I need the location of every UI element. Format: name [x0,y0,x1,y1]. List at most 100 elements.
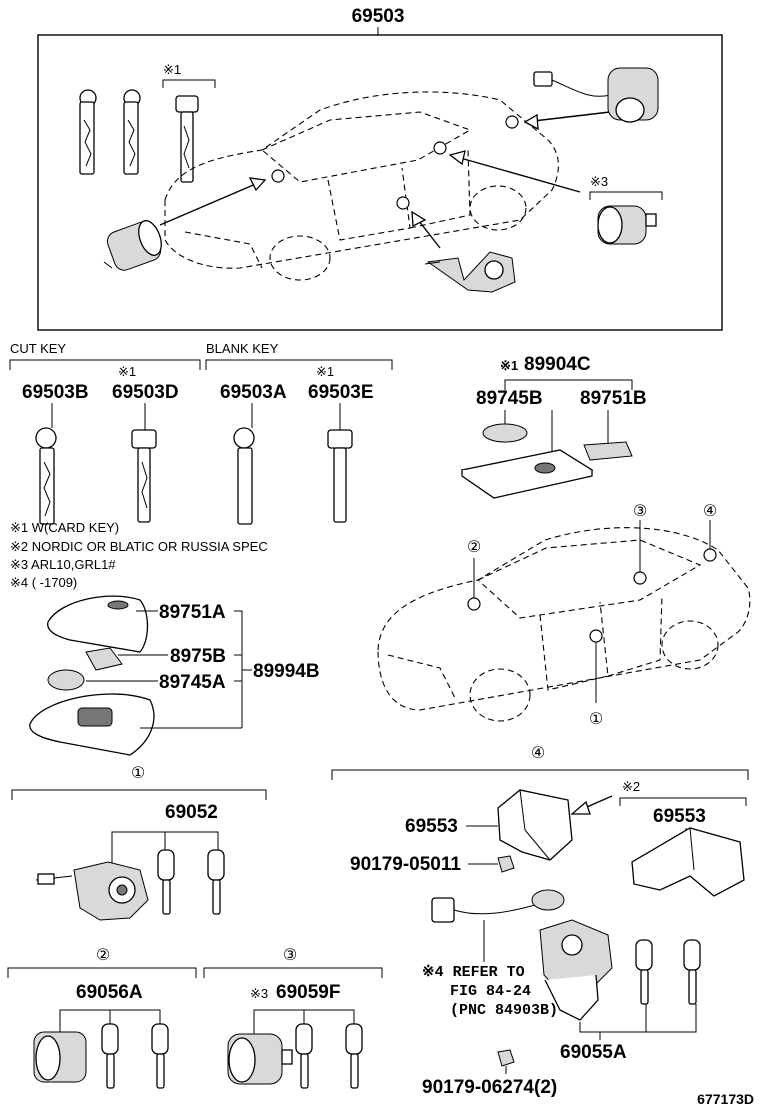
section4-assembly-part: 69055A [560,1042,627,1063]
transmitter-case-upper [47,595,149,653]
section4-refer-line1: ※4 REFER TO [422,964,525,981]
transmitter-board-part: 8975B [170,646,226,667]
key-69503A-drawing [233,427,255,525]
card-key-note: ※1 [500,358,518,373]
transmitter-battery [47,669,85,691]
card-key-battery [482,423,528,443]
section3-glove-cylinder [227,1033,293,1085]
transmitter-bracket [234,610,243,728]
notes-block: ※1 W(CARD KEY) ※2 NORDIC OR BLATIC OR RU… [10,520,268,590]
top-loc-glove [433,141,447,155]
section1-part: 69052 [165,802,218,823]
note-3: ※3 ARL10,GRL1# [10,557,116,572]
transmitter-case-upper-part: 89751A [159,602,226,623]
blank-key-bracket [205,359,393,370]
section4-screw [497,855,515,873]
key-69503D-note: ※1 [118,364,136,379]
top-car-outline [159,91,611,281]
card-key-bracket [504,379,633,390]
section4-bracket [331,769,749,780]
loc-dot-2 [467,597,481,611]
section2-door-cylinder [33,1031,87,1083]
top-loc-door [396,196,410,210]
top-note-1: ※1 [163,62,181,77]
section2-key-1 [101,1023,119,1089]
top-loc-trunk [505,115,519,129]
loc-dot-4 [703,548,717,562]
top-glove-cylinder [597,205,657,245]
note-4: ※4 ( -1709) [10,575,77,590]
card-key-kit-part: 89904C [524,354,591,375]
transmitter-battery-part: 89745A [159,672,226,693]
note-2: ※2 NORDIC OR BLATIC OR RUSSIA SPEC [10,539,268,554]
top-trunk-cylinder [533,67,659,123]
top-key-1 [79,89,97,175]
top-note-bracket [162,79,216,88]
section1-ignition-switch [35,861,149,921]
top-keys-group: ※1 [79,62,216,183]
section3-part: 69059F [276,982,340,1003]
section4-assembly-leader [579,1004,697,1033]
key-69503B-label: 69503B [22,382,89,403]
card-key-battery-part: 89745B [476,388,543,409]
card-key-label-part: 89751B [580,388,647,409]
section4-cover-alt-part: 69553 [653,806,706,827]
section3-key-2 [345,1023,363,1089]
top-loc-ignition [271,169,285,183]
transmitter-assembly-part: 89994B [253,661,320,682]
loc-marker-1: ① [589,709,603,728]
loc-marker-3: ③ [633,501,647,520]
section4-cylinder-assembly [431,889,613,1021]
top-door-cylinder [424,251,516,293]
section1-marker: ① [131,763,145,782]
card-key-label-sticker [583,441,633,461]
section1-key-2 [207,849,225,915]
top-key-2 [123,89,141,175]
section3-note: ※3 [250,986,268,1001]
blank-key-label: BLANK KEY [206,341,279,356]
section4-note2-bracket [619,797,747,806]
transmitter-case-lower [29,693,155,756]
section2-part: 69056A [76,982,143,1003]
section3-marker: ③ [283,945,297,964]
key-69503E-drawing [327,429,353,523]
note-1: ※1 W(CARD KEY) [10,520,119,535]
section2-bracket [7,967,197,978]
key-69503D-drawing [131,429,157,523]
section1-bracket [11,789,267,800]
section4-marker: ④ [531,743,545,762]
cut-key-bracket [9,359,201,370]
key-69503B-drawing [35,427,57,525]
section4-cover-alt [631,827,745,897]
top-assembly-box [37,34,723,331]
figure-id: 677173D [697,1091,754,1107]
top-note3-bracket [589,191,663,200]
section2-key-2 [151,1023,169,1089]
transmitter-board [85,647,123,671]
section4-screw-part: 90179-05011 [350,854,461,875]
loc-marker-4: ④ [703,501,717,520]
loc-dot-1 [589,629,603,643]
top-ignition-cylinder [103,220,162,271]
section3-key-1 [295,1023,313,1089]
loc-dot-3 [633,571,647,585]
cut-key-label: CUT KEY [10,341,66,356]
top-note-3: ※3 [590,174,608,189]
top-key-card [175,95,199,183]
section4-key-1 [635,939,653,1005]
section4-refer-line2: FIG 84-24 [450,983,531,1000]
section2-marker: ② [96,945,110,964]
section4-key-2 [683,939,701,1005]
section4-cover-part: 69553 [405,816,458,837]
section4-screw-2 [497,1049,515,1067]
top-assembly-part-number: 69503 [352,6,405,27]
key-69503E-note: ※1 [316,364,334,379]
key-69503A-label: 69503A [220,382,287,403]
location-car: ② ① ③ ④ [377,501,751,728]
key-69503E-label: 69503E [308,382,374,403]
section4-screw2-part: 90179-06274(2) [422,1077,557,1098]
section1-key-1 [157,849,175,915]
section4-cover-note: ※2 [622,779,640,794]
section3-bracket [203,967,383,978]
